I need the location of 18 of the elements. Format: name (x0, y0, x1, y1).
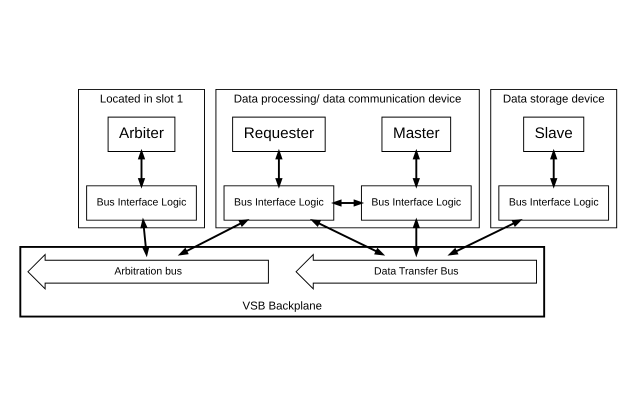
node-box: Bus Interface Logic (360, 185, 472, 221)
node-box: Bus Interface Logic (224, 185, 334, 221)
arrow (447, 219, 523, 256)
arrow (331, 199, 364, 207)
arrow (178, 218, 250, 256)
node-box: Arbiter (108, 116, 176, 152)
node-box: Bus Interface Logic (86, 185, 197, 221)
arrow (140, 218, 150, 258)
node-box: Requester (232, 116, 326, 152)
node-box: Master (381, 116, 452, 152)
node-box: Bus Interface Logic (498, 185, 610, 221)
arrow (275, 148, 283, 189)
arrow (550, 148, 558, 189)
node-box: Slave (523, 116, 584, 152)
arrow (138, 148, 146, 189)
arrow (412, 218, 420, 258)
arrow (310, 219, 386, 256)
arrow (412, 148, 420, 189)
